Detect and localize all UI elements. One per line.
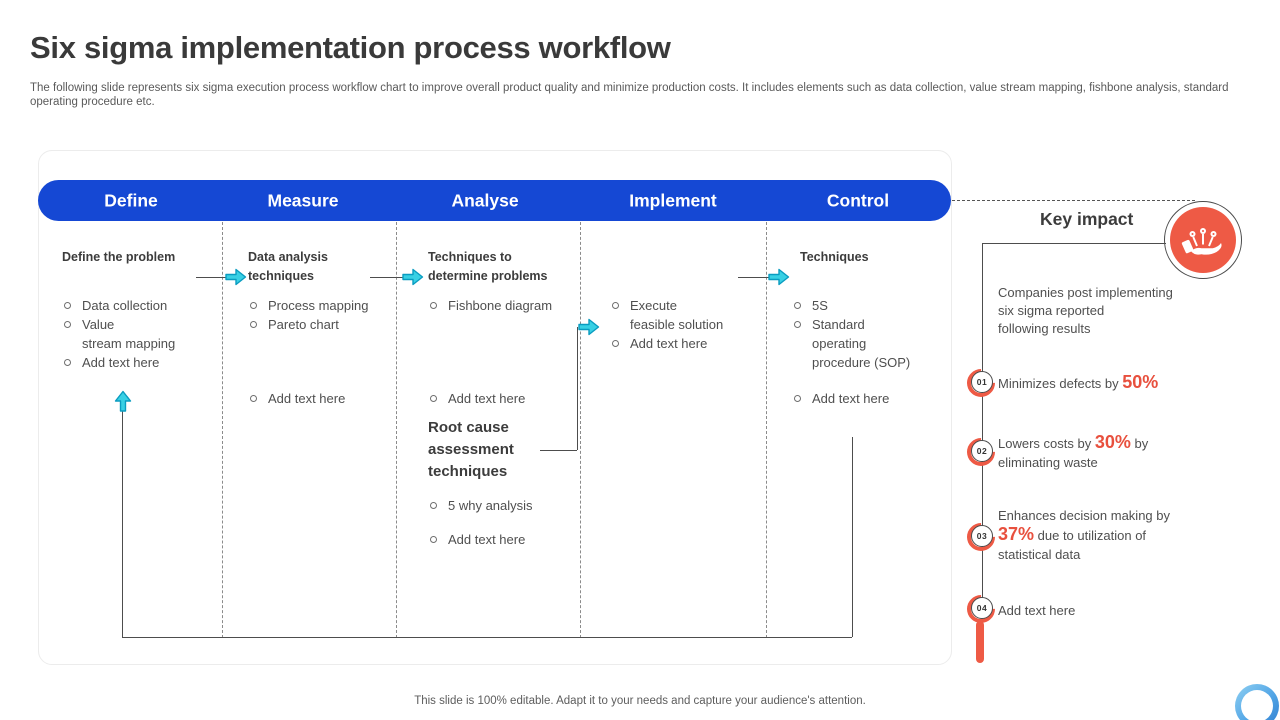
- key-impact-intro: Companies post implementing six sigma re…: [998, 285, 1173, 336]
- list-item: Process mapping: [248, 296, 398, 315]
- corner-ring-center: [1241, 690, 1273, 720]
- phase-analyse: Analyse: [451, 190, 519, 210]
- list-item: Standard operating procedure (SOP): [792, 315, 947, 372]
- dashed-connector: [952, 200, 1195, 201]
- bullet-marker: [612, 340, 619, 347]
- bullet-marker: [430, 502, 437, 509]
- define-header: Define the problem: [62, 250, 176, 264]
- list-item: Execute feasible solution: [610, 296, 760, 334]
- bullet-marker: [794, 395, 801, 402]
- bullet-marker: [794, 321, 801, 328]
- column-separator: [396, 222, 397, 638]
- connector-line: [370, 277, 404, 278]
- slide-subtitle: The following slide represents six sigma…: [30, 82, 1229, 108]
- impact-bracket-line: [982, 243, 983, 608]
- arrow-right-icon: [768, 268, 790, 286]
- impact-item: Add text here: [998, 603, 1076, 618]
- list-item: Add text here: [428, 389, 525, 408]
- impact-item: Minimizes defects by 50%: [998, 372, 1159, 392]
- bullet-marker: [430, 302, 437, 309]
- phase-define: Define: [104, 190, 158, 210]
- phase-implement: Implement: [629, 190, 717, 210]
- phase-control: Control: [826, 190, 890, 210]
- bullet-marker: [612, 302, 619, 309]
- arrow-right-icon: [402, 268, 424, 286]
- impact-bracket-line: [982, 243, 1166, 244]
- root-cause-header: Root cause assessment techniques: [428, 419, 514, 480]
- impact-stat: 37%: [998, 524, 1035, 544]
- badge-number: 04: [971, 597, 993, 619]
- define-bullets: Data collection Value stream mapping Add…: [62, 296, 212, 372]
- list-item: Pareto chart: [248, 315, 398, 334]
- feedback-line: [852, 437, 853, 637]
- workflow-card: [38, 150, 952, 665]
- list-item: 5S: [792, 296, 947, 315]
- impact-item: Lowers costs by 30% by eliminating waste: [998, 432, 1149, 471]
- list-item: Add text here: [610, 334, 760, 353]
- bullet-marker: [250, 321, 257, 328]
- arrow-right-icon: [225, 268, 247, 286]
- impact-stat: 50%: [1122, 372, 1159, 392]
- phase-measure: Measure: [267, 190, 339, 210]
- bullet-marker: [250, 302, 257, 309]
- list-item: Fishbone diagram: [428, 296, 588, 315]
- list-item: Add text here: [248, 389, 345, 408]
- bullet-marker: [250, 395, 257, 402]
- arrow-right-icon: [578, 318, 600, 336]
- bullet-marker: [64, 302, 71, 309]
- badge-number: 01: [971, 371, 993, 393]
- impact-tail-bar: [976, 621, 984, 663]
- column-separator: [580, 222, 581, 638]
- analyse-bullets: Fishbone diagram: [428, 296, 588, 315]
- control-bullets: 5S Standard operating procedure (SOP): [792, 296, 947, 372]
- connector-line: [196, 277, 227, 278]
- bullet-marker: [64, 359, 71, 366]
- analyse-header: Techniques to determine problems: [428, 250, 548, 283]
- footer-note: This slide is 100% editable. Adapt it to…: [414, 695, 866, 707]
- bullet-marker: [430, 395, 437, 402]
- list-item: Add text here: [792, 389, 889, 408]
- bullet-marker: [794, 302, 801, 309]
- control-header: Techniques: [800, 250, 869, 264]
- list-item: Value stream mapping: [62, 315, 212, 353]
- hand-offering-icon: [1170, 207, 1236, 273]
- implement-bullets: Execute feasible solution Add text here: [610, 296, 760, 353]
- page-title: Six sigma implementation process workflo…: [30, 30, 671, 65]
- column-separator: [222, 222, 223, 638]
- arrow-up-icon: [114, 390, 132, 412]
- key-impact-title: Key impact: [1040, 209, 1134, 229]
- bullet-marker: [64, 321, 71, 328]
- feedback-line: [122, 411, 123, 637]
- badge-number: 03: [971, 525, 993, 547]
- list-item: 5 why analysis: [428, 496, 533, 515]
- connector-line: [738, 277, 770, 278]
- list-item: Add text here: [62, 353, 212, 372]
- connector-line: [577, 327, 578, 450]
- phase-band: Define Measure Analyse Implement Control: [38, 180, 951, 221]
- impact-stat: 30%: [1094, 432, 1131, 452]
- badge-number: 02: [971, 440, 993, 462]
- measure-bullets: Process mapping Pareto chart: [248, 296, 398, 334]
- connector-line: [540, 450, 577, 451]
- feedback-line: [122, 637, 852, 638]
- bullet-marker: [430, 536, 437, 543]
- measure-header: Data analysis techniques: [248, 250, 328, 283]
- column-separator: [766, 222, 767, 638]
- list-item: Data collection: [62, 296, 212, 315]
- impact-item: Enhances decision making by 37% due to u…: [998, 508, 1170, 562]
- list-item: Add text here: [428, 530, 525, 549]
